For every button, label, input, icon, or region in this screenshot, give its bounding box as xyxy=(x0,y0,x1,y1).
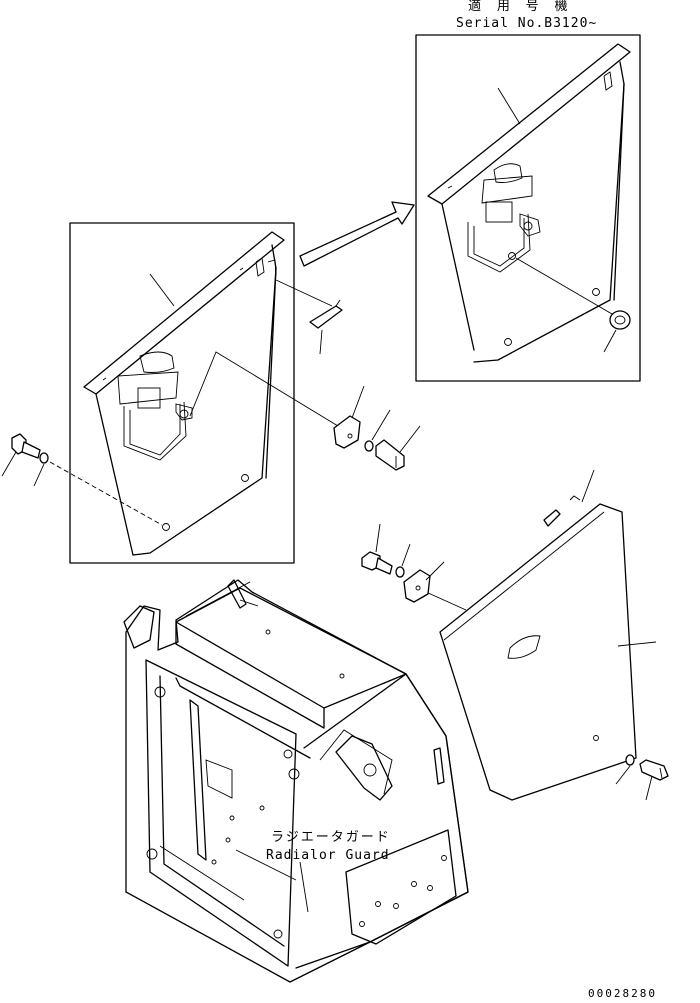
leader-bracket xyxy=(189,351,339,427)
washer-mid xyxy=(364,440,374,452)
detail-frame-right xyxy=(415,34,641,382)
bolt-mid xyxy=(375,439,405,471)
leader-cover-left xyxy=(149,273,175,307)
side-cover-right xyxy=(427,43,631,363)
leader-grommet xyxy=(603,329,617,353)
washer-left xyxy=(39,452,49,464)
leader-washer-lower-right xyxy=(615,765,631,785)
serial-number: Serial No.B3120~ xyxy=(456,16,598,31)
bolt-lower xyxy=(361,551,393,575)
grommet xyxy=(609,310,631,330)
leader-bolt-left xyxy=(1,451,17,477)
drawing-number: 00028280 xyxy=(588,987,657,1000)
leader-cover-hook xyxy=(581,469,595,503)
radiator-guard-frame xyxy=(123,579,469,983)
leader-clip-line xyxy=(275,279,333,307)
leader-washer-left xyxy=(33,463,45,487)
leader-bolt-lower-right xyxy=(645,775,653,801)
leader-clip xyxy=(319,329,323,355)
bracket-plate xyxy=(333,415,361,449)
bracket-plate-lower xyxy=(403,569,431,603)
bolt-left xyxy=(11,433,41,459)
dashed-hole-line-left xyxy=(49,461,163,526)
arrow-right-up-icon xyxy=(299,201,415,267)
leader-washer-mid xyxy=(371,409,391,441)
leader-bracket-lower xyxy=(425,561,445,581)
washer-lower-right xyxy=(625,754,635,766)
leader-cover-panel xyxy=(617,641,657,647)
radiator-guard-label-jp: ラジエータガード xyxy=(271,830,391,845)
cover-panel-lower xyxy=(439,495,637,801)
leader-panel-bracket-line xyxy=(425,591,467,611)
washer-lower xyxy=(395,566,405,578)
leader-washer-lower xyxy=(401,543,411,567)
detail-frame-left xyxy=(69,222,295,564)
leader-cover-right xyxy=(497,87,521,125)
radiator-guard-label-en: Radialor Guard xyxy=(266,848,390,863)
bolt-lower-right xyxy=(639,759,669,781)
leader-bracket-plate xyxy=(351,385,365,419)
leader-bolt-lower xyxy=(375,523,381,553)
clip-part xyxy=(309,299,343,329)
leader-bolt-mid xyxy=(399,425,421,453)
side-cover-left xyxy=(83,231,285,556)
serial-title: 適 用 号 機 xyxy=(468,0,572,14)
leader-radiator-guard xyxy=(299,861,309,913)
leader-grommet-line xyxy=(515,257,613,315)
